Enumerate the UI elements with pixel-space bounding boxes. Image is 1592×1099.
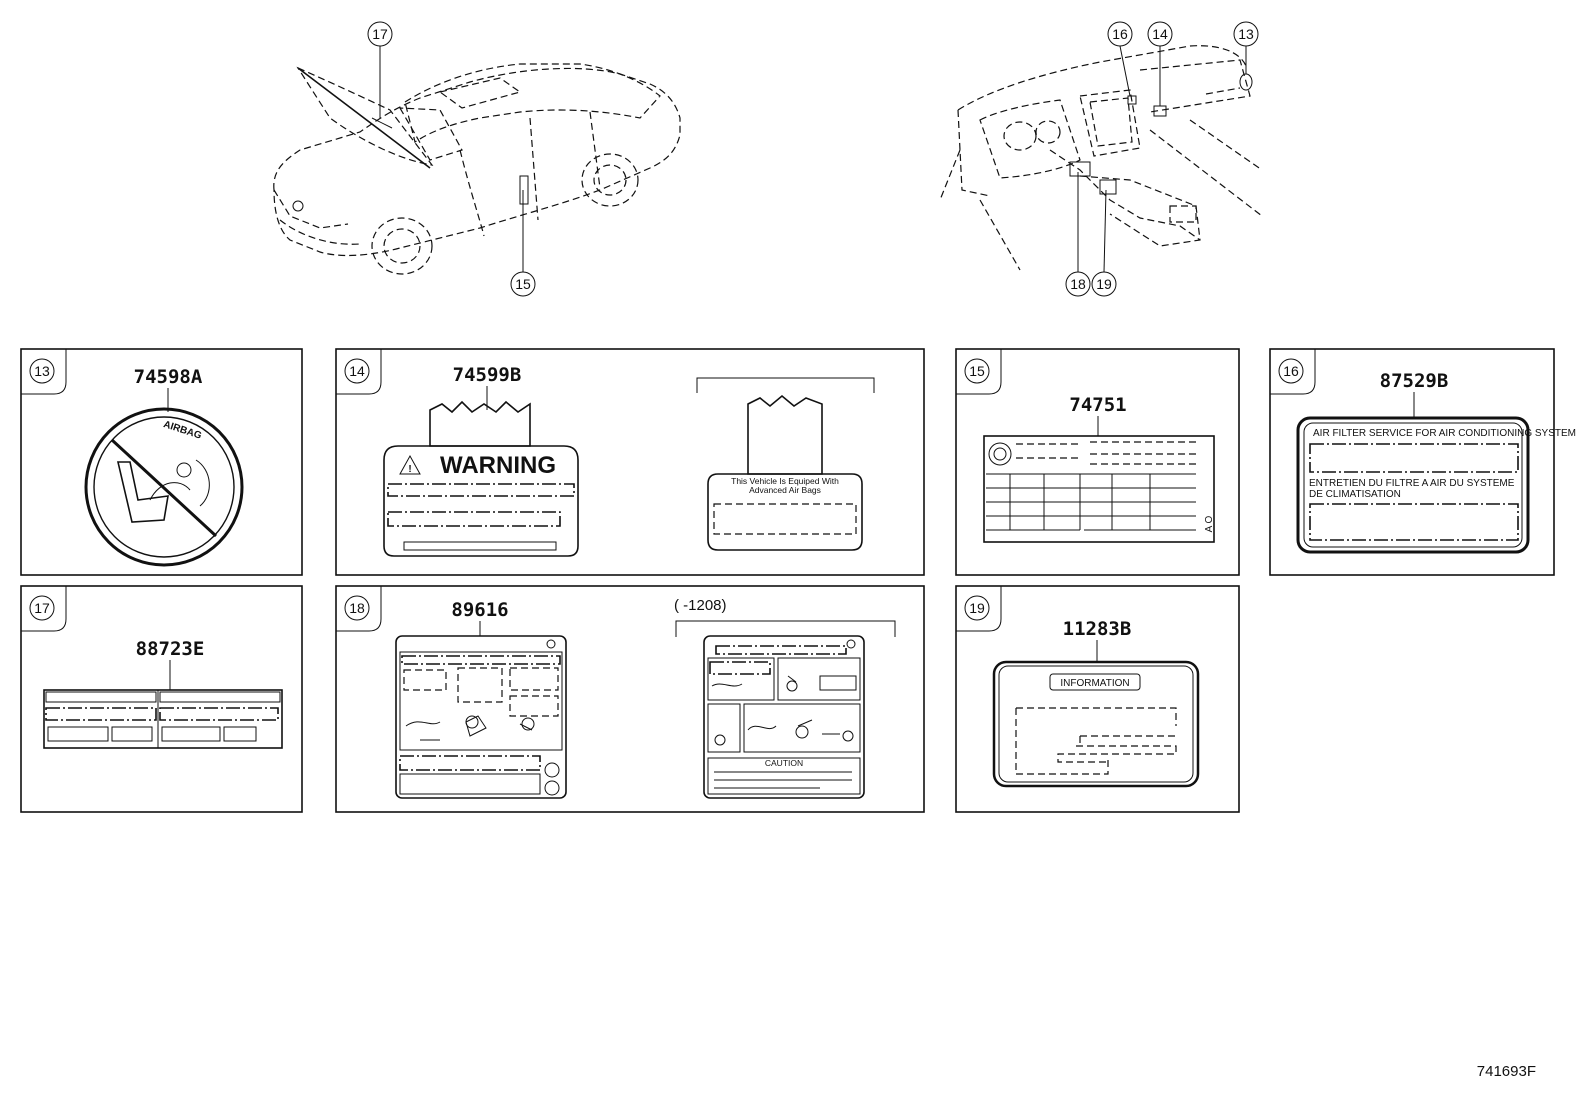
svg-text:WARNING: WARNING: [440, 452, 556, 479]
cooling-fluid-label: [395, 635, 567, 799]
tire-info-label: A O: [983, 435, 1215, 543]
callout-15: 15: [510, 271, 536, 297]
part-number-74751: 74751: [1069, 394, 1126, 416]
callout-16: 16: [1107, 21, 1133, 47]
vehicle-illustration: [273, 46, 681, 275]
part-number-74598a: 74598A: [134, 366, 203, 388]
svg-text:!: !: [408, 464, 411, 475]
svg-text:13: 13: [34, 363, 50, 379]
svg-text:16: 16: [1283, 363, 1299, 379]
part-number-88723e: 88723E: [136, 638, 205, 660]
information-label: INFORMATION: [992, 660, 1200, 788]
svg-text:15: 15: [515, 276, 531, 292]
panel-17: 17 88723E: [20, 585, 303, 813]
svg-text:( -1208): ( -1208): [674, 597, 727, 614]
svg-text:INFORMATION: INFORMATION: [1060, 678, 1129, 689]
panel-13: 13 74598A AIRBAG: [20, 348, 303, 576]
callout-18: 18: [1065, 271, 1091, 297]
panel-19: 19 11283B INFORMATION: [955, 585, 1240, 813]
svg-text:18: 18: [1070, 276, 1086, 292]
part-number-87529b: 87529B: [1380, 370, 1449, 392]
part-number-74599b: 74599B: [453, 364, 522, 386]
svg-text:CAUTION: CAUTION: [765, 758, 803, 768]
svg-text:16: 16: [1112, 26, 1128, 42]
panel-15: 15 74751 A O: [955, 348, 1240, 576]
panel-14: 14 74599B ! WARNING This Vehicle Is Equi…: [335, 348, 925, 576]
svg-text:13: 13: [1238, 26, 1254, 42]
dashboard-illustration: [939, 45, 1263, 273]
panel-16: 16 87529B AIR FILTER SERVICE FOR AIR CON…: [1269, 348, 1576, 576]
svg-text:This Vehicle Is Equiped With: This Vehicle Is Equiped With: [731, 476, 839, 486]
callout-17: 17: [367, 21, 393, 47]
svg-text:AIRBAG: AIRBAG: [162, 419, 203, 442]
part-number-89616: 89616: [451, 599, 508, 621]
svg-text:17: 17: [372, 26, 388, 42]
svg-text:14: 14: [349, 363, 365, 379]
cooling-fluid-label-variant: CAUTION: [703, 635, 865, 799]
figure-number: 741693F: [1477, 1063, 1536, 1080]
air-filter-label: AIR FILTER SERVICE FOR AIR CONDITIONING …: [1296, 416, 1576, 554]
svg-text:18: 18: [349, 600, 365, 616]
part-number-11283b: 11283B: [1063, 618, 1132, 640]
callout-13: 13: [1233, 21, 1259, 47]
callout-14: 14: [1147, 21, 1173, 47]
svg-text:14: 14: [1152, 26, 1168, 42]
hood-label: [43, 689, 283, 749]
callout-19: 19: [1091, 271, 1117, 297]
svg-text:15: 15: [969, 363, 985, 379]
advanced-airbag-label: This Vehicle Is Equiped With Advanced Ai…: [696, 377, 875, 551]
airbag-label: AIRBAG: [84, 407, 244, 567]
svg-text:AIR FILTER SERVICE FOR AIR CON: AIR FILTER SERVICE FOR AIR CONDITIONING …: [1313, 428, 1576, 439]
svg-text:Advanced Air Bags: Advanced Air Bags: [749, 485, 821, 495]
svg-text:ENTRETIEN DU FILTRE A AIR DU S: ENTRETIEN DU FILTRE A AIR DU SYSTEME: [1309, 478, 1515, 489]
svg-text:19: 19: [969, 600, 985, 616]
svg-text:A O: A O: [1204, 515, 1215, 532]
svg-text:17: 17: [34, 600, 50, 616]
warning-label: ! WARNING: [383, 400, 579, 557]
svg-text:DE CLIMATISATION: DE CLIMATISATION: [1309, 489, 1401, 500]
svg-text:19: 19: [1096, 276, 1112, 292]
panel-18: 18 89616 ( -1208): [335, 585, 925, 813]
